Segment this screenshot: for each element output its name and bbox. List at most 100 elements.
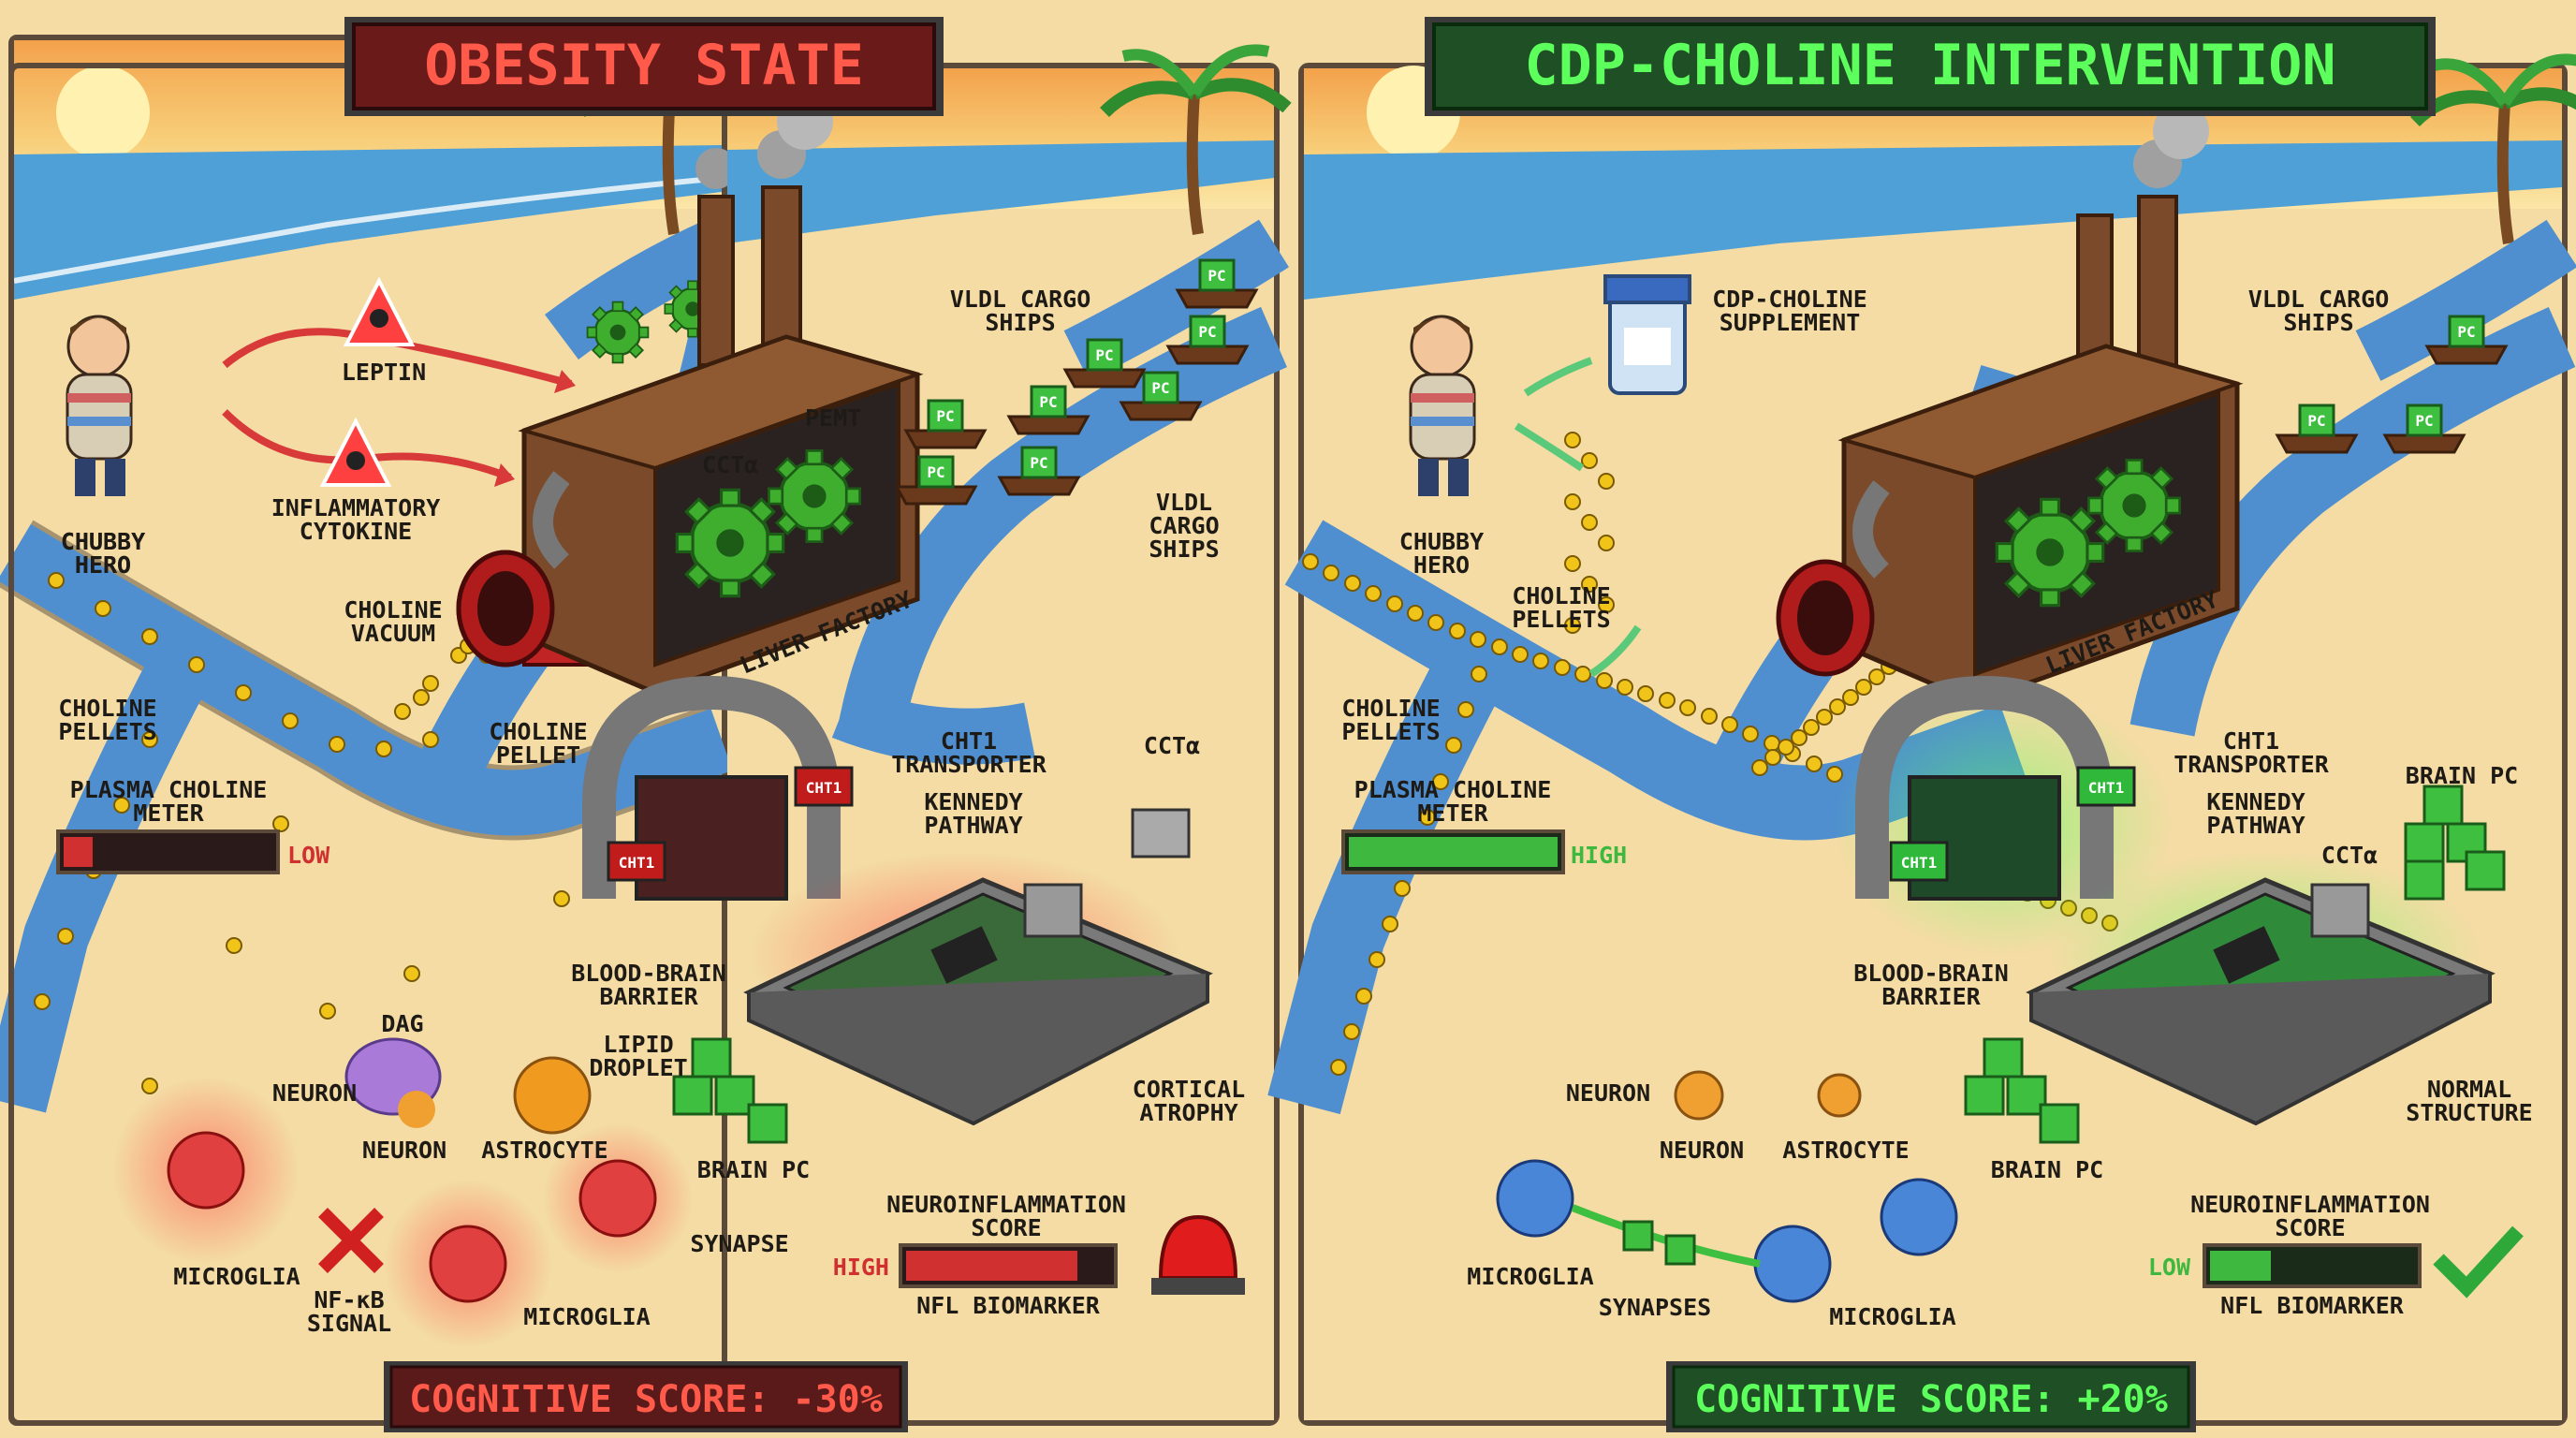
choline-pellet	[1803, 719, 1820, 736]
choline-pellet	[1564, 617, 1581, 634]
pemt-label: PEMT	[805, 404, 861, 432]
choline-pellet	[1581, 576, 1598, 593]
nfl-label: NFL BIOMARKER	[916, 1292, 1101, 1319]
cct-label: CCTα	[702, 451, 758, 478]
right-neuroinf-meter	[2203, 1243, 2422, 1288]
choline-pellet	[1598, 473, 1615, 490]
choline-pellet	[1386, 595, 1403, 612]
choline-pellet	[1382, 916, 1398, 932]
alarm-siren-icon	[1151, 1214, 1245, 1295]
vldl-side-label-2: CARGO	[1149, 512, 1219, 539]
bbb-label-1: BLOOD-BRAIN	[571, 960, 726, 987]
lipid-label-1: LIPID	[603, 1031, 673, 1058]
gear-icon	[767, 448, 862, 544]
hero-label-2: HERO	[75, 551, 131, 579]
lipid-label-2: DROPLET	[589, 1054, 687, 1081]
bbb-label-1: BLOOD-BRAIN	[1853, 960, 2009, 987]
gear-icon	[677, 490, 783, 595]
left-labels: PLASMA CHOLINE METER LOW CHT1 TRANSPORTE…	[70, 727, 1246, 1337]
structure-label-1: NORMAL	[2427, 1076, 2511, 1103]
neuron-label-top: NEURON	[1566, 1079, 1650, 1107]
microglia-label-2: MICROGLIA	[1829, 1303, 1955, 1330]
cht1-label-2: TRANSPORTER	[891, 751, 1047, 778]
choline-pellet	[1457, 701, 1474, 718]
checkmark-icon	[2433, 1225, 2524, 1299]
kennedy-label-2: PATHWAY	[924, 812, 1022, 839]
pc-badge: PC	[1030, 454, 1047, 472]
cross-icon	[318, 1208, 384, 1273]
choline-pellet	[1679, 699, 1696, 716]
choline-pellet	[1598, 596, 1615, 613]
cht1-sign: CHT1	[806, 779, 842, 797]
pc-badge: PC	[1151, 379, 1169, 397]
pellets-label-1: CHOLINE	[1341, 695, 1440, 722]
choline-pellet	[1829, 698, 1846, 715]
neuroinf-label-1: NEUROINFLAMMATION	[2190, 1191, 2430, 1218]
pc-badge: PC	[936, 407, 954, 425]
chubby-hero	[1409, 315, 1476, 496]
nfkb-label-2: SIGNAL	[307, 1310, 391, 1337]
cct-side-label: CCTα	[1144, 732, 1200, 759]
vacuum-label-1: CHOLINE	[344, 596, 442, 624]
cytokine-label-1: INFLAMMATORY	[271, 494, 441, 521]
meter-label-1: PLASMA CHOLINE	[70, 776, 268, 803]
cognitive-score: COGNITIVE SCORE: -30%	[409, 1378, 883, 1421]
microglia-label-1: MICROGLIA	[1467, 1263, 1593, 1290]
choline-pellet-dots	[34, 572, 570, 1094]
pellets-mid-label-1: CHOLINE	[1512, 582, 1610, 609]
chip-icon	[2310, 883, 2370, 938]
pellet-label-2: PELLET	[496, 741, 580, 769]
cht1-label-1: CHT1	[941, 727, 997, 755]
choline-pellet	[1432, 773, 1449, 790]
choline-pellet	[1826, 766, 1843, 783]
right-brain-cells	[1496, 1070, 1958, 1303]
right-score-box: COGNITIVE SCORE: +20%	[1666, 1361, 2196, 1432]
right-brain-chip	[2026, 852, 2496, 1126]
neuroinf-status: LOW	[2148, 1254, 2191, 1281]
choline-pellet	[1574, 666, 1591, 682]
neuron-label-bottom: NEURON	[1660, 1137, 1744, 1164]
choline-pellet	[1842, 689, 1859, 706]
cct-label: CCTα	[2321, 842, 2378, 869]
vldl-top-label-1: VLDL CARGO	[950, 286, 1091, 313]
choline-pellet	[1751, 759, 1768, 776]
panel-title: OBESITY STATE	[424, 33, 864, 98]
brain-pc-top-label: BRAIN PC	[2406, 762, 2518, 789]
pc-badge: PC	[927, 463, 944, 481]
left-brain-cells	[112, 1037, 788, 1348]
choline-pellet	[1512, 646, 1529, 663]
left-panel-extension: PC PC PC PC PC PC PC PC CCTα PEMT LIVER …	[456, 50, 1287, 1420]
pc-badge: PC	[2457, 323, 2475, 341]
vldl-side-label-3: SHIPS	[1149, 536, 1219, 563]
microglia-label-2: MICROGLIA	[523, 1303, 650, 1330]
cht1-sign: CHT1	[619, 854, 655, 872]
hero-label-1: CHUBBY	[61, 528, 145, 555]
choline-pellet	[1764, 735, 1780, 752]
choline-pellet	[1365, 585, 1382, 602]
choline-pellet	[1564, 493, 1581, 510]
meter-status: HIGH	[1571, 842, 1627, 869]
neuroinf-label-2: SCORE	[971, 1214, 1041, 1241]
vldl-top-label-2: SHIPS	[985, 309, 1055, 336]
pc-badge: PC	[1208, 267, 1225, 285]
brain-pc-cubes	[1964, 785, 2506, 1144]
hero-label-2: HERO	[1413, 551, 1470, 579]
vldl-side-label-1: VLDL	[1156, 489, 1212, 516]
choline-pellet	[1581, 514, 1598, 531]
supplement-label-2: SUPPLEMENT	[1720, 309, 1861, 336]
kennedy-label-1: KENNEDY	[2206, 788, 2305, 815]
meter-label-2: METER	[133, 800, 204, 827]
choline-pellet	[1344, 575, 1361, 592]
choline-pellet	[1427, 614, 1444, 631]
choline-pellet	[1855, 679, 1872, 696]
liver-factory	[1776, 103, 2244, 705]
microglia-label-1: MICROGLIA	[173, 1263, 300, 1290]
vacuum-label-2: VACUUM	[351, 620, 435, 647]
vldl-top-label-2: SHIPS	[2283, 309, 2353, 336]
choline-pellet	[1791, 729, 1808, 746]
choline-pellet	[1806, 756, 1822, 772]
nfl-label: NFL BIOMARKER	[2220, 1292, 2405, 1319]
pill-bottle-icon	[1603, 274, 1691, 395]
pc-badge: PC	[1095, 346, 1113, 364]
